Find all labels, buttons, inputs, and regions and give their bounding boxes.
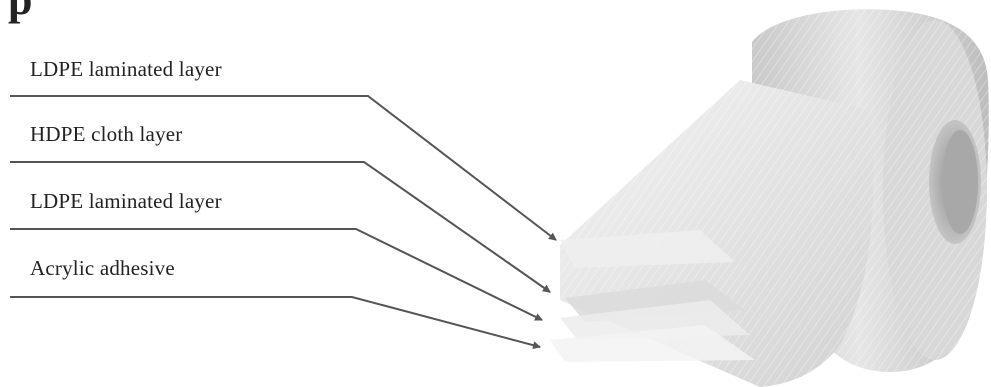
title-fragment: p (8, 0, 32, 22)
leader-line-ldpe-bottom (10, 228, 543, 321)
leader-line-hdpe (10, 161, 551, 293)
label-ldpe-laminated-layer-bottom: LDPE laminated layer (30, 189, 222, 213)
leader-line-ldpe-top (10, 95, 557, 241)
label-ldpe-laminated-layer-top: LDPE laminated layer (30, 57, 222, 81)
leader-line-acrylic (10, 296, 541, 350)
label-hdpe-cloth-layer: HDPE cloth layer (30, 122, 183, 146)
layer-sheet-1 (560, 230, 735, 268)
leader-lines (10, 95, 557, 350)
tape-roll-illustration (550, 9, 989, 387)
label-acrylic-adhesive: Acrylic adhesive (30, 256, 175, 280)
layer-sheet-4 (550, 325, 755, 362)
